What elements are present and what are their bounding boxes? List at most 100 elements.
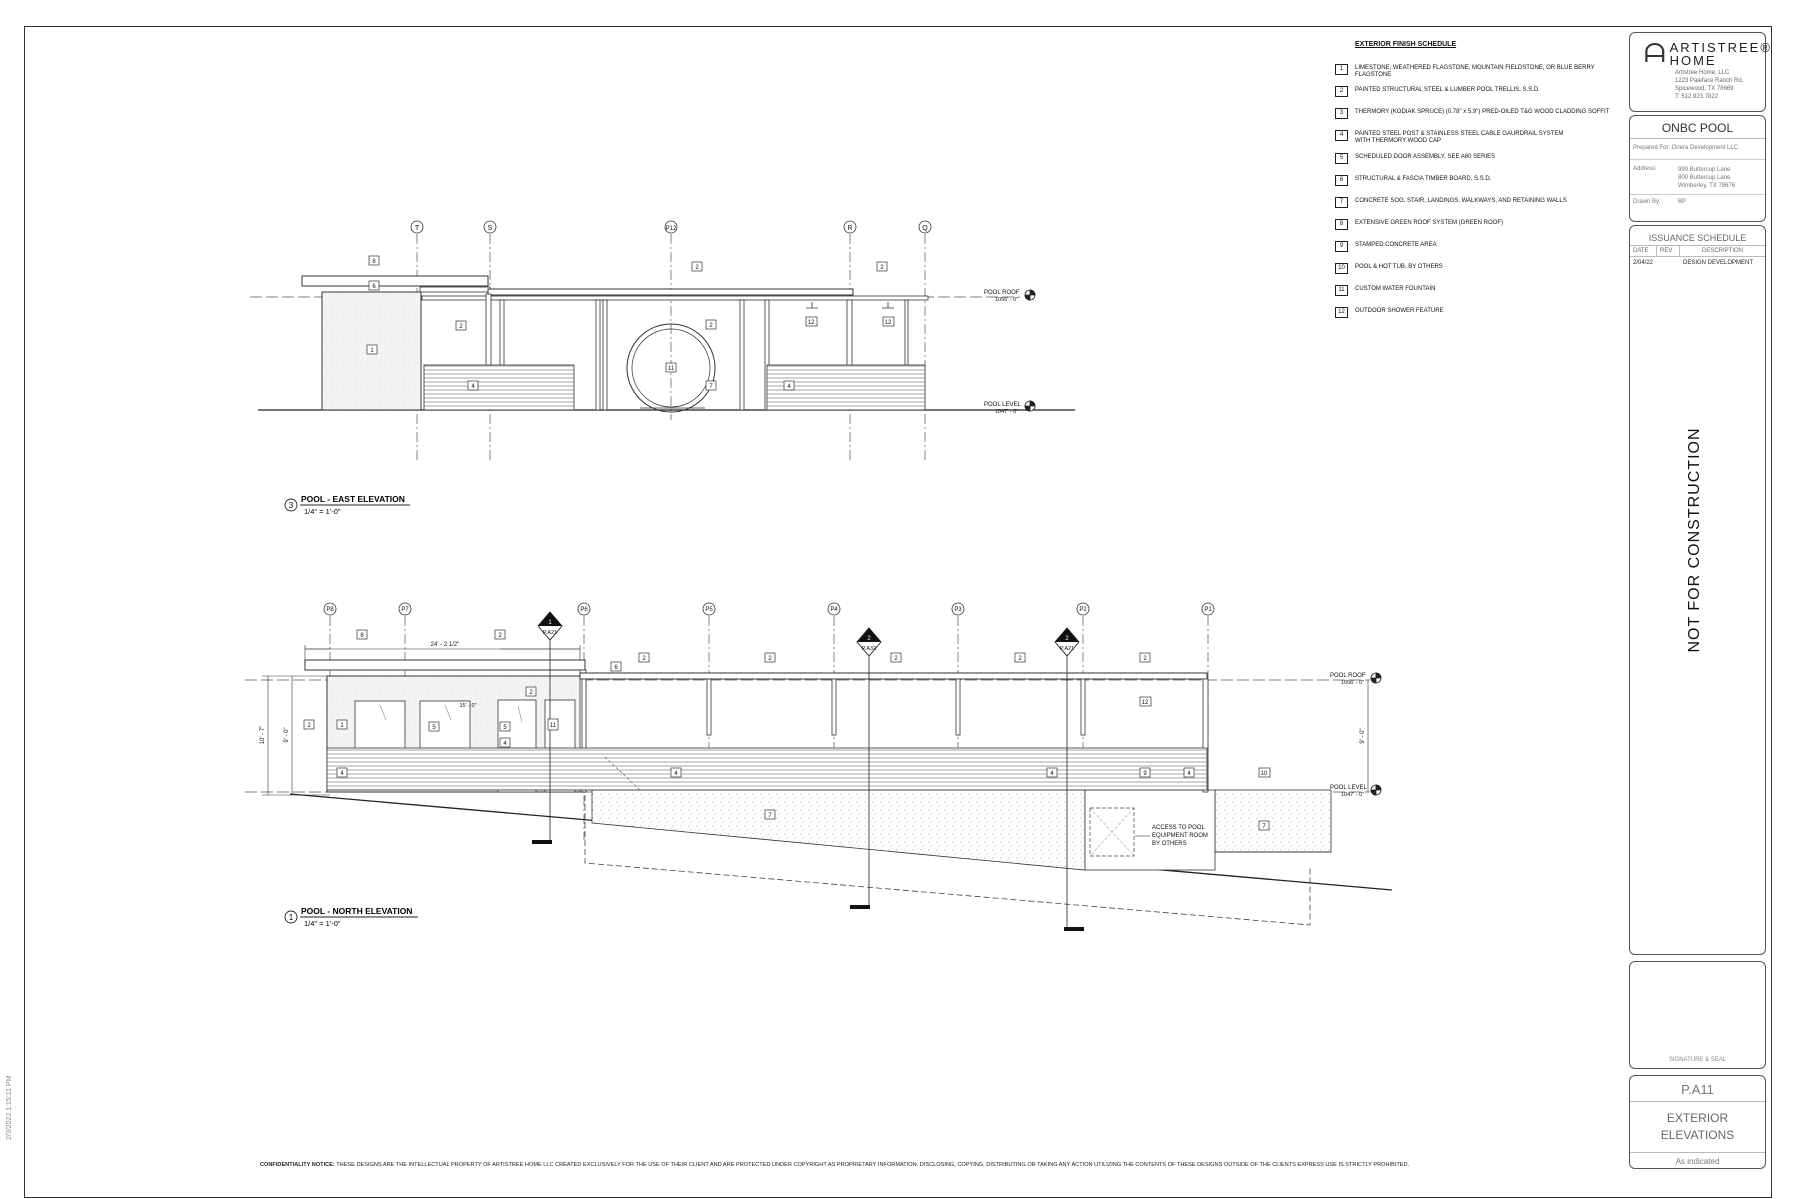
north-level-roof-label: POOL ROOF xyxy=(1330,673,1366,679)
sheet-scale: As indicated xyxy=(1675,1157,1720,1166)
grid-label-P6: P6 xyxy=(580,607,588,613)
schedule-text: PAINTED STEEL POST & STAINLESS STEEL CAB… xyxy=(1355,131,1564,144)
north-dim-width: 24' - 2 1/2" xyxy=(431,642,460,648)
svg-text:6: 6 xyxy=(372,284,376,290)
grid-label-Q: Q xyxy=(922,225,928,232)
north-dim-height: 9' - 0" xyxy=(284,727,290,742)
svg-text:12: 12 xyxy=(885,320,892,326)
schedule-number: 12 xyxy=(1335,307,1348,318)
issuance-rev xyxy=(1665,260,1683,266)
schedule-number: 2 xyxy=(1335,86,1348,97)
svg-text:9: 9 xyxy=(1143,771,1147,777)
issuance-row: 2/04/22 DESIGN DEVELOPMENT xyxy=(1630,257,1765,269)
signature-seal-panel: SIGNATURE & SEAL xyxy=(1629,961,1766,1069)
issuance-header: DATE REV DESCRIPTION xyxy=(1630,246,1765,257)
svg-text:4: 4 xyxy=(674,771,678,777)
schedule-number: 5 xyxy=(1335,153,1348,164)
svg-text:10: 10 xyxy=(1261,771,1268,777)
issuance-col-rev: REV xyxy=(1657,246,1680,256)
confidentiality-notice: CONFIDENTIALITY NOTICE: THESE DESIGNS AR… xyxy=(260,1162,1409,1168)
grid-label-P4: P4 xyxy=(830,607,838,613)
seal-label: SIGNATURE & SEAL xyxy=(1668,1057,1727,1063)
svg-text:7: 7 xyxy=(1262,824,1266,830)
north-dim-door: 15' - 0" xyxy=(459,703,476,709)
north-access-note: ACCESS TO POOL EQUIPMENT ROOM BY OTHERS xyxy=(1152,825,1210,847)
east-view-number: 3 xyxy=(289,501,294,510)
issuance-description: DESIGN DEVELOPMENT xyxy=(1683,260,1754,266)
north-view-scale: 1/4" = 1'-0" xyxy=(304,919,341,928)
section-tag-3-top: 2 xyxy=(1065,636,1069,642)
svg-text:6: 6 xyxy=(614,665,618,671)
schedule-number: 4 xyxy=(1335,130,1348,141)
east-level-pool-elev: 1047' - 0" xyxy=(995,409,1018,415)
grid-label-P7: P7 xyxy=(401,607,409,613)
schedule-item: 11 CUSTOM WATER FOUNTAIN xyxy=(1335,285,1635,296)
svg-text:1: 1 xyxy=(340,723,344,729)
grid-label-P3: P3 xyxy=(954,607,962,613)
section-tag-2-bottom: P.A32 xyxy=(862,646,876,652)
east-level-pool-label: POOL LEVEL xyxy=(984,402,1021,408)
svg-text:2: 2 xyxy=(529,690,533,696)
drawn-by-label: Drawn By: xyxy=(1633,199,1661,205)
address-value: 999 Buttercup Lane 800 Buttercup Lane Wi… xyxy=(1678,167,1736,189)
schedule-text: LIMESTONE; WEATHERED FLAGSTONE, MOUNTAIN… xyxy=(1355,65,1595,78)
grid-label-S: S xyxy=(488,225,493,232)
svg-text:4: 4 xyxy=(1050,771,1054,777)
grid-label-T: T xyxy=(415,225,420,232)
north-dim-height-right: 9' - 0" xyxy=(1360,728,1366,743)
schedule-text: CUSTOM WATER FOUNTAIN xyxy=(1355,286,1436,292)
svg-text:2: 2 xyxy=(894,656,898,662)
svg-text:8: 8 xyxy=(360,633,364,639)
svg-text:12: 12 xyxy=(1142,700,1149,706)
north-view-title: POOL - NORTH ELEVATION xyxy=(301,906,412,916)
project-panel: ONBC POOL Prepared For: Onera Developmen… xyxy=(1629,115,1766,222)
section-tag-2-top: 2 xyxy=(867,636,871,642)
section-tag-1-bottom: P.A21 xyxy=(543,630,557,636)
schedule-text: POOL & HOT TUB, BY OTHERS xyxy=(1355,264,1443,270)
schedule-item: 4 PAINTED STEEL POST & STAINLESS STEEL CA… xyxy=(1335,130,1635,145)
confidentiality-label: CONFIDENTIALITY NOTICE: xyxy=(260,1162,335,1168)
svg-text:2: 2 xyxy=(642,656,646,662)
schedule-number: 10 xyxy=(1335,263,1348,274)
svg-text:11: 11 xyxy=(550,723,557,729)
drawn-by-value: BP xyxy=(1678,199,1687,205)
issuance-col-date: DATE xyxy=(1630,246,1657,256)
north-level-roof-elev: 1056' - 0" xyxy=(1341,680,1364,686)
schedule-number: 11 xyxy=(1335,285,1348,296)
sheet-info-panel: P.A11 EXTERIOR ELEVATIONS As indicated xyxy=(1629,1075,1766,1169)
not-for-construction-stamp: NOT FOR CONSTRUCTION xyxy=(1686,427,1703,653)
schedule-number: 3 xyxy=(1335,108,1348,119)
svg-text:1: 1 xyxy=(370,348,374,354)
schedule-title: EXTERIOR FINISH SCHEDULE xyxy=(1355,41,1457,48)
address-label: Address: xyxy=(1633,166,1657,172)
svg-text:12: 12 xyxy=(808,320,815,326)
issuance-date: 2/04/22 xyxy=(1633,260,1654,266)
north-level-pool-elev: 1047' - 0" xyxy=(1341,792,1364,798)
svg-text:4: 4 xyxy=(503,741,507,747)
schedule-text: STRUCTURAL & FASCIA TIMBER BOARD, S.S.D. xyxy=(1355,176,1492,182)
schedule-item: 5 SCHEDULED DOOR ASSEMBLY, SEE A60 SERIES xyxy=(1335,153,1635,164)
east-elevation: T S P12 R Q POOL ROOF 1056' - 0" POOL LE… xyxy=(250,220,1075,516)
prepared-for: Prepared For: Onera Development LLC xyxy=(1630,139,1765,160)
north-view-number: 1 xyxy=(289,913,294,922)
grid-label-R: R xyxy=(847,225,852,232)
east-view-scale: 1/4" = 1'-0" xyxy=(304,507,341,516)
svg-text:2: 2 xyxy=(709,323,713,329)
sheet-number: P.A11 xyxy=(1630,1076,1765,1102)
north-elevation: 10' - 7" 9' - 0" 9' - 0" 24' - 2 1/2" 15… xyxy=(245,602,1393,931)
schedule-text: SCHEDULED DOOR ASSEMBLY, SEE A60 SERIES xyxy=(1355,154,1496,160)
drawing-sheet-border xyxy=(24,26,1772,1198)
section-tag-3-bottom: P.A21 xyxy=(1060,646,1074,652)
svg-text:2: 2 xyxy=(1143,656,1147,662)
section-tag-1-top: 1 xyxy=(548,620,552,626)
schedule-number: 9 xyxy=(1335,241,1348,252)
svg-text:4: 4 xyxy=(471,384,475,390)
north-dim-height-total: 10' - 7" xyxy=(260,726,266,745)
east-level-roof-label: POOL ROOF xyxy=(984,290,1020,296)
